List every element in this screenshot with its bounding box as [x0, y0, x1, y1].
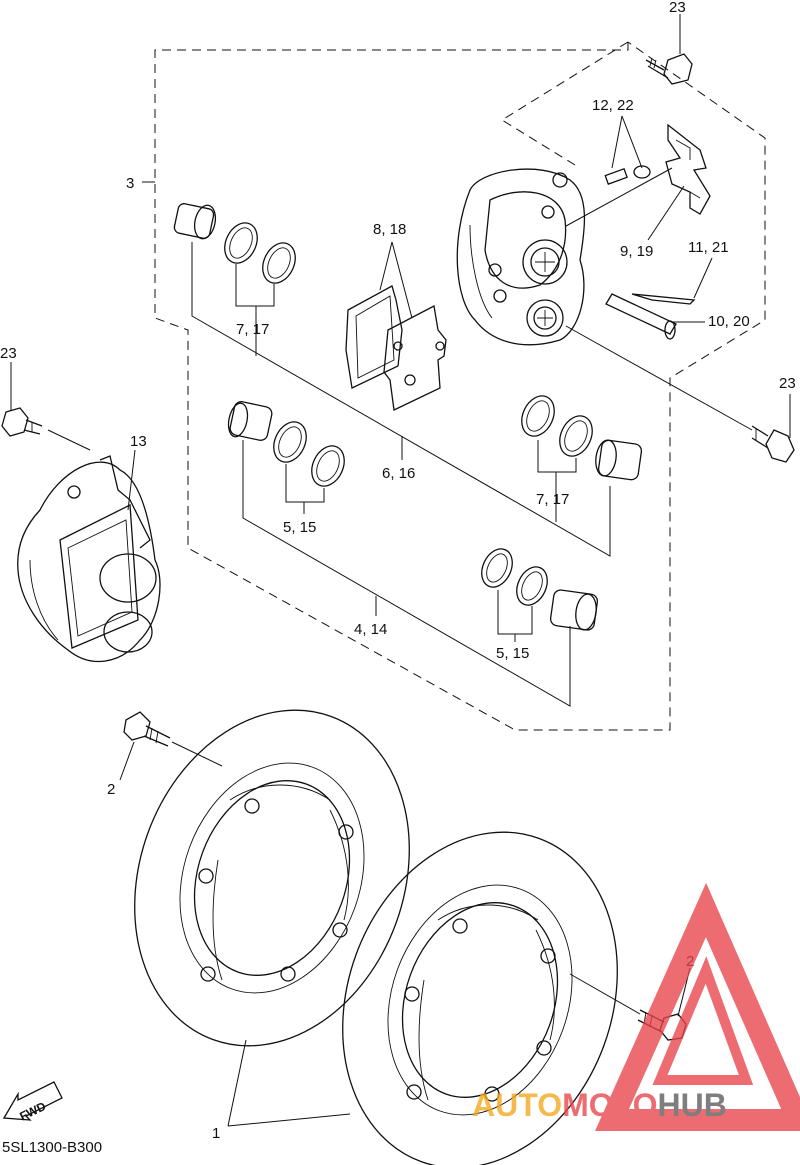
piston-right [595, 439, 643, 481]
label-5-15-middle: 5, 15 [283, 519, 316, 536]
seal-pair-right [521, 395, 593, 457]
pad-spring [665, 123, 711, 215]
brake-pad-front [383, 305, 447, 411]
label-23-top: 23 [669, 0, 686, 16]
bolt-23-left [1, 407, 43, 437]
brake-disc-right [342, 831, 618, 1165]
label-6-16: 6, 16 [382, 465, 415, 482]
seal-pair-bottom [481, 548, 548, 606]
label-7-17-top: 7, 17 [236, 321, 269, 338]
label-3: 3 [126, 175, 134, 192]
caliper-body-right [456, 168, 586, 346]
brake-disc-left [134, 709, 410, 1047]
watermark-logo: AUTOMOTOHUB [472, 882, 800, 1131]
piston-bottom [549, 589, 599, 631]
label-10-20: 10, 20 [708, 313, 750, 330]
watermark-text-auto: AUTOMOTOHUB [472, 1087, 727, 1123]
caliper-assembly-outline-inner [501, 41, 629, 166]
label-8-18: 8, 18 [373, 221, 406, 238]
label-1: 1 [212, 1125, 220, 1142]
label-12-22: 12, 22 [592, 97, 634, 114]
piston-top [173, 203, 217, 240]
diagram-code: 5SL1300-B300 [2, 1139, 102, 1156]
caliper-left [17, 455, 161, 663]
fwd-arrow-icon: FWD [2, 1081, 63, 1124]
piston-middle [227, 401, 273, 441]
label-9-19: 9, 19 [620, 243, 653, 260]
brake-pad-rear [345, 285, 403, 389]
bolt-23-top [645, 14, 693, 85]
fwd-label: FWD [17, 1099, 48, 1124]
caliper-assembly-outline [154, 41, 766, 731]
bolt-23-right [751, 425, 795, 463]
label-4-14: 4, 14 [354, 621, 387, 638]
label-11-21: 11, 21 [688, 239, 729, 256]
label-13: 13 [130, 433, 147, 450]
label-23-left: 23 [0, 345, 17, 362]
seal-pair-middle [273, 421, 345, 487]
label-23-right: 23 [779, 375, 796, 392]
disc-bolt-left [123, 711, 171, 747]
bleed-screw [604, 165, 651, 185]
label-5-15-bottom: 5, 15 [496, 645, 529, 662]
seal-pair-top [224, 222, 296, 284]
pad-pin [605, 293, 696, 340]
label-7-17-right: 7, 17 [536, 491, 569, 508]
label-2-left: 2 [107, 781, 115, 798]
